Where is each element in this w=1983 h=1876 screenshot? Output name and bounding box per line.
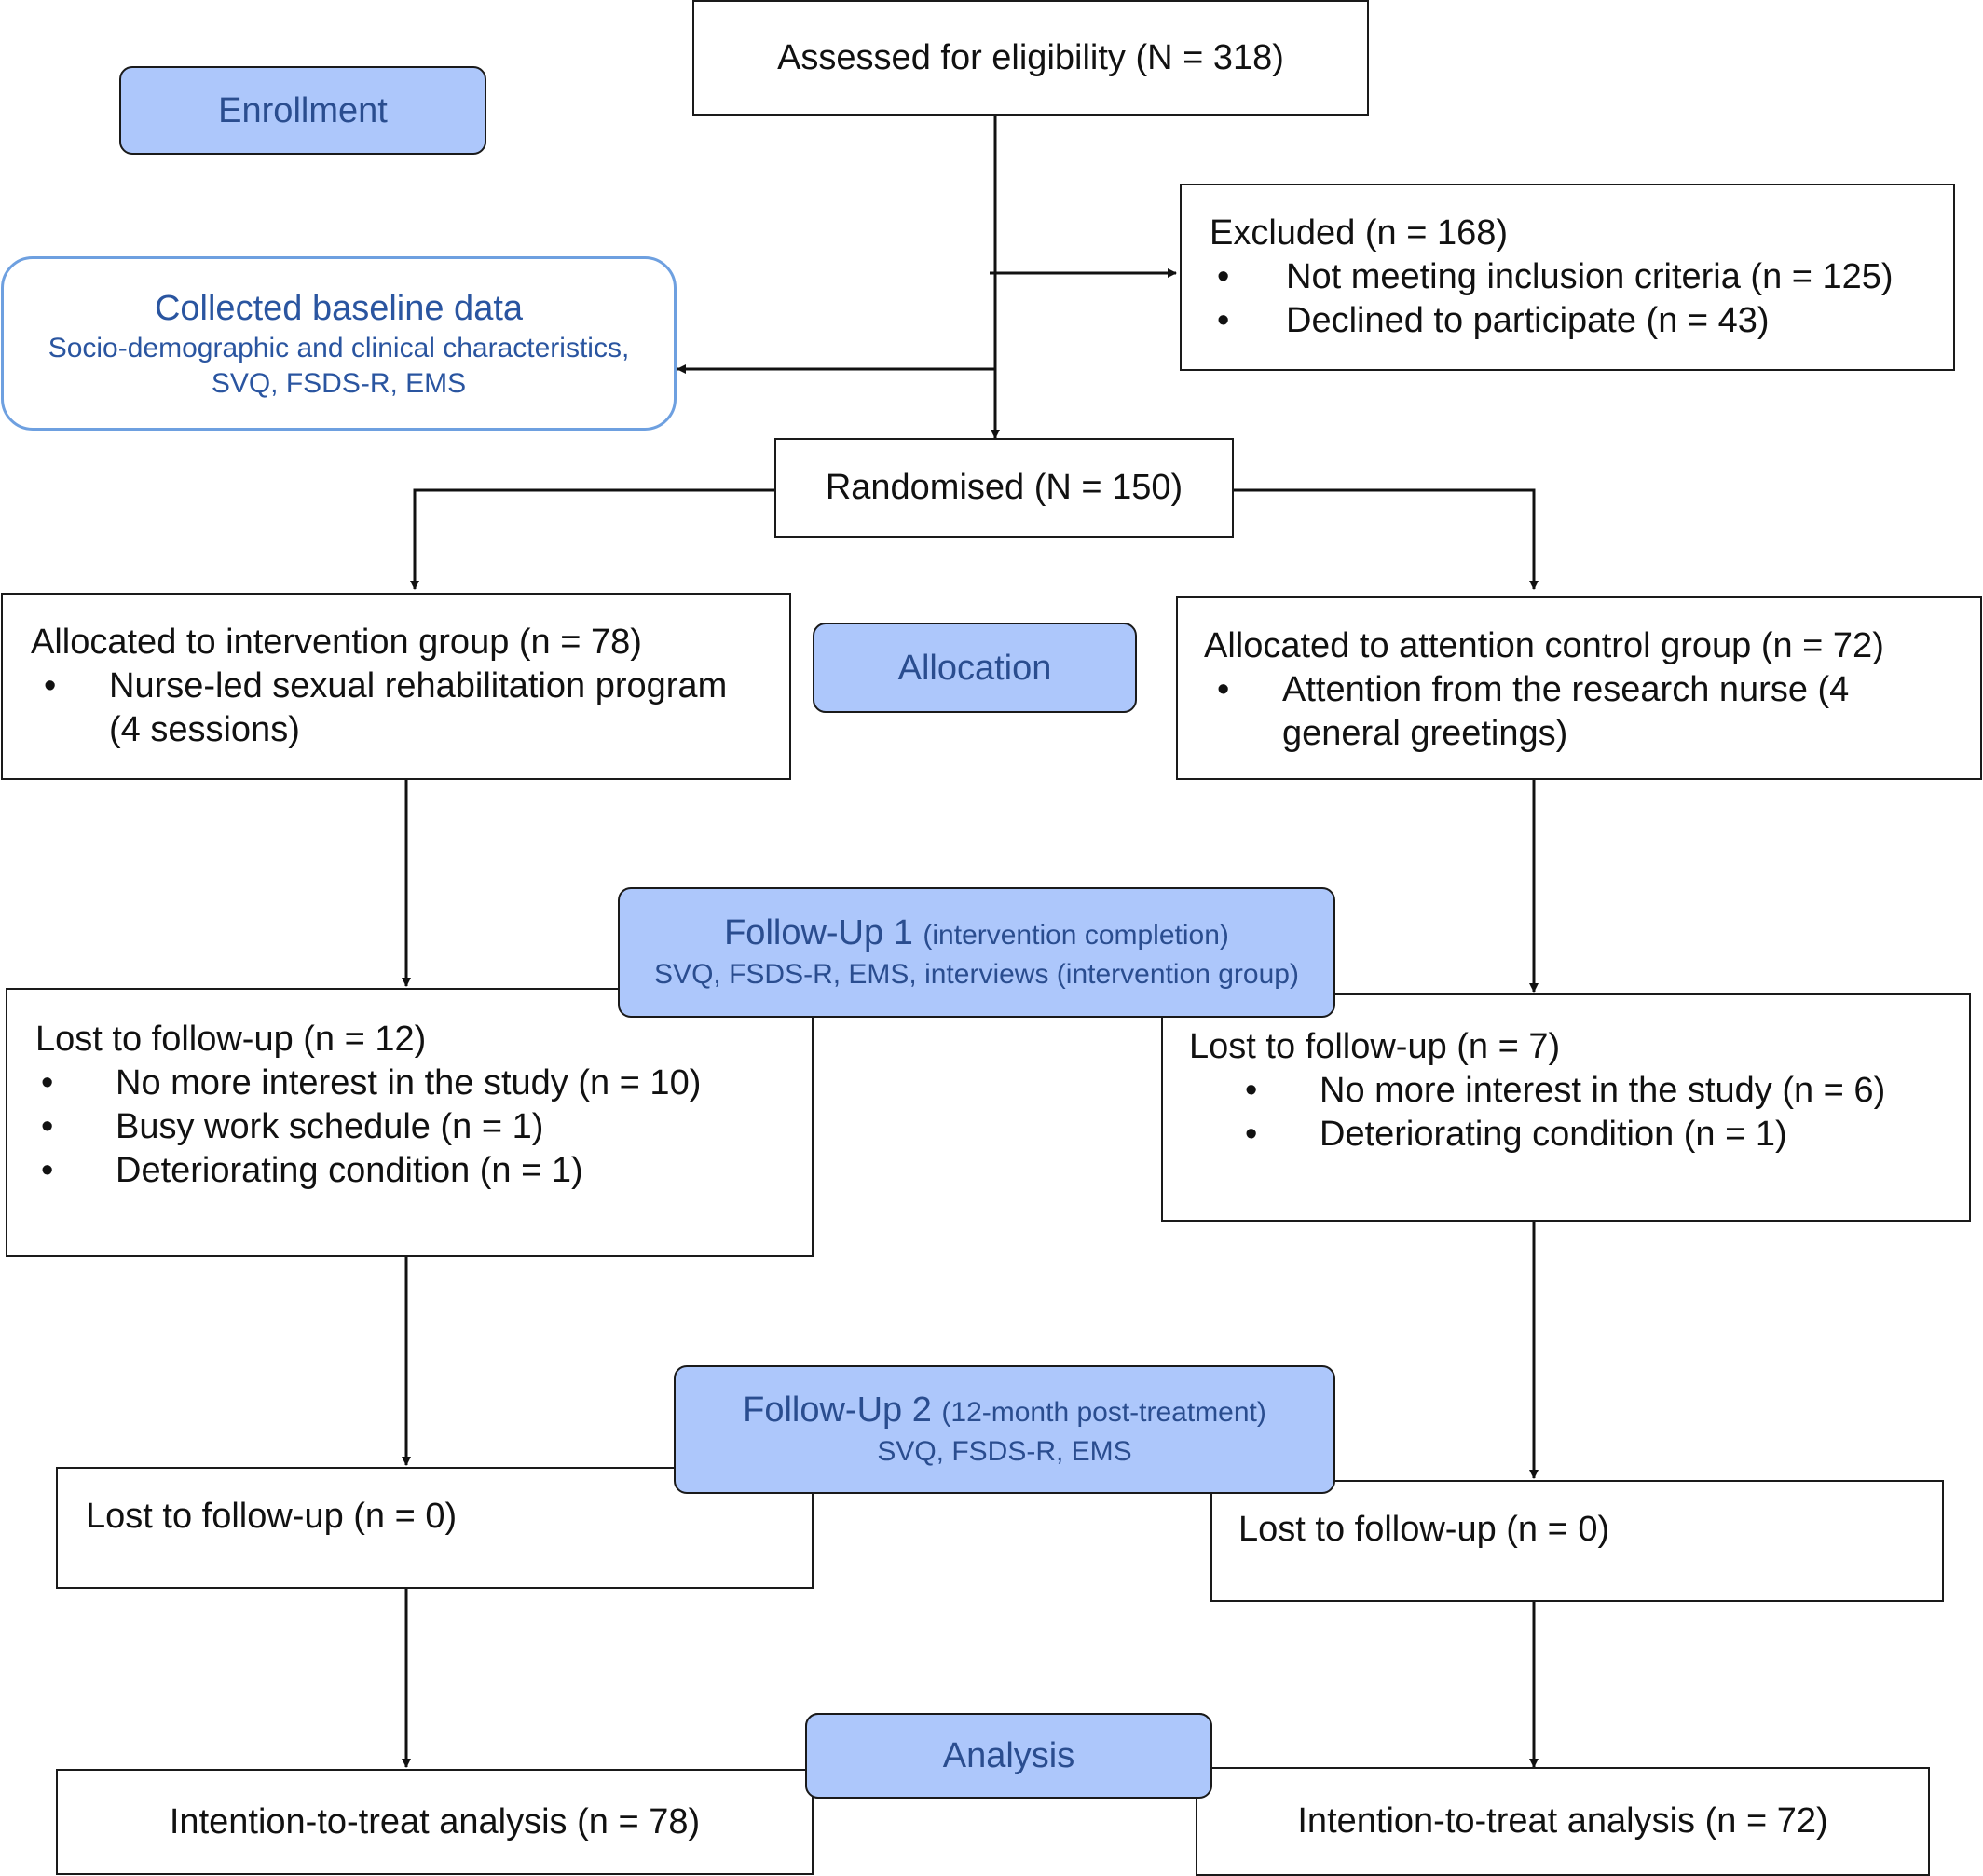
assessed-label: Assessed for eligibility (N = 318): [777, 37, 1284, 77]
intervention-lost2-label: Lost to follow-up (n = 0): [86, 1497, 458, 1536]
stage-analysis-overlay-label: Analysis: [942, 1736, 1075, 1775]
control-allocated-item: Attention from the research nurse (4 gen…: [1282, 670, 1850, 753]
stage-followup2-note: (12-month post-treatment): [941, 1396, 1266, 1428]
list-item: • Nurse-led sexual rehabilitation progra…: [31, 664, 743, 752]
list-item: • Declined to participate (n = 43): [1210, 299, 1925, 343]
control-allocated-box: Allocated to attention control group (n …: [1176, 596, 1982, 780]
bullet-icon: •: [41, 1151, 54, 1190]
stage-followup1-sub: SVQ, FSDS-R, EMS, interviews (interventi…: [654, 958, 1299, 990]
stage-enrollment-label: Enrollment: [218, 90, 388, 130]
randomised-box: Randomised (N = 150): [774, 438, 1234, 538]
control-lost1-item: No more interest in the study (n = 6): [1320, 1071, 1886, 1110]
control-lost1-list: • No more interest in the study (n = 6) …: [1189, 1069, 1943, 1157]
list-item: • Busy work schedule (n = 1): [35, 1105, 784, 1149]
baseline-line1: Socio-demographic and clinical character…: [48, 332, 630, 363]
stage-followup2-title: Follow-Up 2 (12-month post-treatment): [743, 1390, 1266, 1433]
intervention-allocated-list: • Nurse-led sexual rehabilitation progra…: [31, 664, 761, 752]
stage-followup1: Follow-Up 1 (intervention completion) SV…: [618, 887, 1335, 1018]
intervention-allocated-title: Allocated to intervention group (n = 78): [31, 623, 642, 662]
control-lost2-label: Lost to follow-up (n = 0): [1238, 1510, 1610, 1549]
excluded-list: • Not meeting inclusion criteria (n = 12…: [1210, 255, 1925, 343]
intervention-lost1-item: Busy work schedule (n = 1): [116, 1107, 544, 1146]
control-analysis-box: Intention-to-treat analysis (n = 72): [1196, 1767, 1930, 1876]
intervention-lost1-title: Lost to follow-up (n = 12): [35, 1020, 427, 1059]
excluded-box: Excluded (n = 168) • Not meeting inclusi…: [1180, 184, 1955, 371]
control-lost1-item: Deteriorating condition (n = 1): [1320, 1115, 1787, 1154]
bullet-icon: •: [1245, 1071, 1258, 1110]
list-item: • Attention from the research nurse (4 g…: [1204, 668, 1879, 756]
intervention-analysis-box: Intention-to-treat analysis (n = 78): [56, 1769, 814, 1875]
list-item: • No more interest in the study (n = 10): [35, 1061, 784, 1105]
stage-followup2-label: Follow-Up 2: [743, 1390, 932, 1430]
stage-followup2: Follow-Up 2 (12-month post-treatment) SV…: [674, 1365, 1335, 1494]
stage-followup1-label: Follow-Up 1: [724, 912, 913, 952]
bullet-icon: •: [44, 666, 57, 705]
bullet-icon: •: [1217, 257, 1230, 296]
control-lost1-box: Lost to follow-up (n = 7) • No more inte…: [1161, 993, 1971, 1222]
baseline-line2: SVQ, FSDS-R, EMS: [211, 367, 467, 399]
stage-followup2-sub: SVQ, FSDS-R, EMS: [877, 1435, 1132, 1467]
control-lost1-title: Lost to follow-up (n = 7): [1189, 1027, 1561, 1066]
list-item: • No more interest in the study (n = 6): [1189, 1069, 1943, 1113]
list-item: • Deteriorating condition (n = 1): [1189, 1113, 1943, 1157]
baseline-title: Collected baseline data: [154, 288, 524, 328]
baseline-box: Collected baseline data Socio-demographi…: [1, 256, 677, 431]
excluded-item-label: Not meeting inclusion criteria (n = 125): [1286, 257, 1894, 296]
intervention-allocated-box: Allocated to intervention group (n = 78)…: [1, 593, 791, 780]
intervention-lost1-box: Lost to follow-up (n = 12) • No more int…: [6, 988, 814, 1257]
list-item: • Not meeting inclusion criteria (n = 12…: [1210, 255, 1925, 299]
bullet-icon: •: [41, 1107, 54, 1146]
randomised-label: Randomised (N = 150): [825, 468, 1183, 507]
bullet-icon: •: [1217, 670, 1230, 709]
stage-followup1-title: Follow-Up 1 (intervention completion): [724, 912, 1229, 956]
control-lost2-box: Lost to follow-up (n = 0): [1210, 1480, 1944, 1602]
stage-enrollment: Enrollment: [119, 66, 486, 155]
intervention-lost1-item: Deteriorating condition (n = 1): [116, 1151, 583, 1190]
bullet-icon: •: [41, 1063, 54, 1102]
excluded-item-label: Declined to participate (n = 43): [1286, 301, 1770, 340]
bullet-icon: •: [1245, 1115, 1258, 1154]
control-allocated-title: Allocated to attention control group (n …: [1204, 626, 1884, 665]
arrow-randomised-to-control: [1233, 488, 1539, 590]
control-allocated-list: • Attention from the research nurse (4 g…: [1204, 668, 1954, 756]
intervention-lost1-list: • No more interest in the study (n = 10)…: [35, 1061, 784, 1193]
control-analysis-label: Intention-to-treat analysis (n = 72): [1297, 1801, 1828, 1841]
intervention-allocated-item: Nurse-led sexual rehabilitation program …: [109, 666, 728, 749]
arrow-randomised-to-intervention: [410, 488, 774, 590]
stage-allocation-label: Allocation: [897, 648, 1052, 688]
stage-allocation: Allocation: [813, 623, 1137, 713]
excluded-title: Excluded (n = 168): [1210, 213, 1509, 253]
intervention-analysis-label: Intention-to-treat analysis (n = 78): [169, 1801, 701, 1842]
list-item: • Deteriorating condition (n = 1): [35, 1149, 784, 1193]
intervention-lost1-item: No more interest in the study (n = 10): [116, 1063, 702, 1102]
assessed-box: Assessed for eligibility (N = 318): [692, 0, 1369, 116]
stage-followup1-note: (intervention completion): [923, 919, 1229, 951]
stage-analysis-overlay: Analysis: [805, 1713, 1212, 1799]
bullet-icon: •: [1217, 301, 1230, 340]
